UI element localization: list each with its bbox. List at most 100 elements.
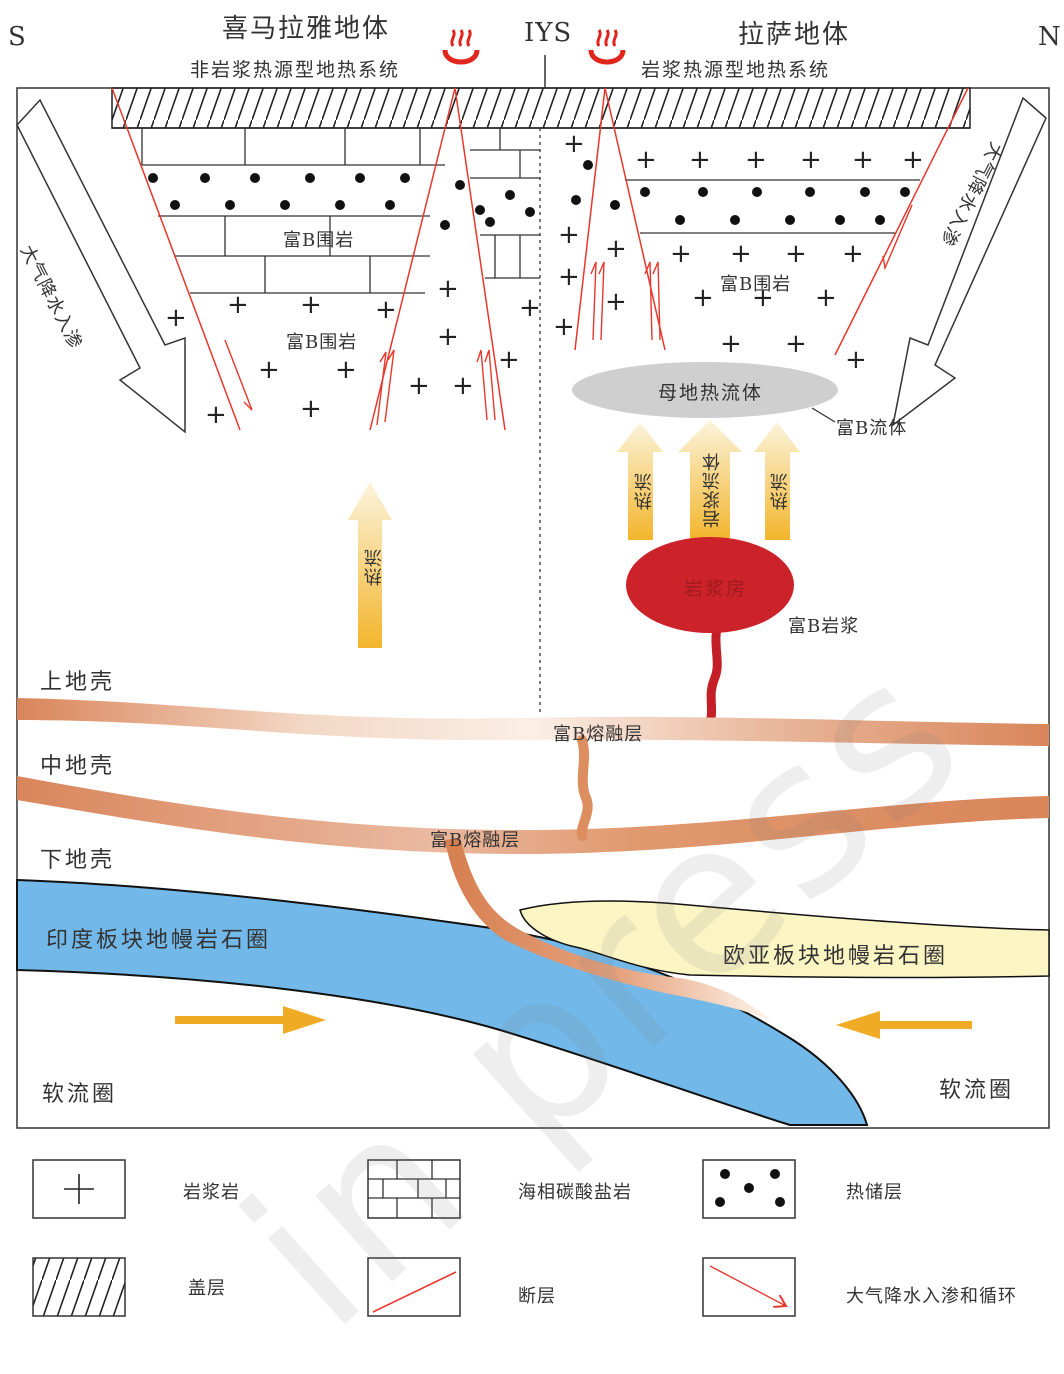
fault-lines (111, 87, 969, 431)
cap-layer (111, 87, 971, 129)
magmatic-system-title: 岩浆热源型地热系统 (641, 59, 831, 81)
heat-arrow-right-1 (617, 422, 663, 540)
rich-b-magma-label: 富B岩浆 (788, 616, 860, 637)
lower-crust-label: 下地壳 (40, 848, 116, 873)
svg-text:+: + (335, 355, 357, 385)
geothermal-model-diagram: ++++ ++++ ++++ ++ +++++++ +++++ ++++ +++… (16, 29, 1050, 1317)
svg-text:+: + (452, 371, 474, 401)
middle-crust-label: 中地壳 (40, 754, 116, 779)
svg-text:+: + (437, 274, 459, 304)
hot-spring-icon-right (588, 29, 626, 65)
melt-layer-label-lower: 富B熔融层 (430, 830, 521, 851)
svg-text:+: + (519, 293, 541, 323)
svg-text:+: + (437, 322, 459, 352)
svg-text:+: + (375, 295, 397, 325)
svg-text:+: + (605, 234, 627, 264)
svg-text:+: + (258, 355, 280, 385)
svg-text:+: + (902, 145, 924, 175)
fluid-leader-line (811, 407, 836, 423)
heat-flow-label-left: 热流 (364, 548, 385, 586)
lhasa-terrane-title: 拉萨地体 (738, 20, 851, 50)
lower-melt-band (17, 776, 1049, 854)
melt-connector (576, 735, 593, 841)
svg-text:+: + (558, 262, 580, 292)
svg-text:+: + (670, 239, 692, 269)
magma-fluid-label: 岩浆流体 (702, 452, 723, 528)
magma-chamber (626, 537, 794, 633)
legend-label-igneous: 岩浆岩 (183, 1182, 240, 1203)
svg-text:+: + (845, 345, 867, 375)
suture-label: IYS (524, 18, 573, 48)
upper-melt-band (17, 698, 1049, 746)
svg-text:+: + (689, 145, 711, 175)
magma-dike (703, 615, 723, 733)
svg-text:+: + (165, 303, 187, 333)
indian-plate-lithosphere (16, 878, 869, 1126)
legend-label-caprock: 盖层 (188, 1278, 226, 1299)
svg-text:+: + (605, 287, 627, 317)
hatch-pattern-icon (32, 1257, 126, 1317)
left-carbonate-layers (141, 127, 540, 294)
asthenosphere-arrow-right (836, 1011, 972, 1039)
heat-arrow-right-3 (754, 422, 800, 540)
meteoric-arrow-right (891, 96, 1047, 427)
hot-spring-icon-left (442, 29, 480, 65)
svg-text:+: + (300, 290, 322, 320)
fault-slip-arrows (224, 204, 913, 426)
himalaya-terrane-title: 喜马拉雅地体 (222, 14, 391, 44)
svg-text:+: + (852, 145, 874, 175)
svg-text:+: + (553, 312, 575, 342)
heat-flow-label-right-1: 热流 (634, 472, 655, 510)
eurasian-plate-lithosphere (519, 900, 1050, 979)
svg-text:+: + (720, 329, 742, 359)
svg-text:+: + (635, 145, 657, 175)
asthenosphere-label-left: 软流圈 (42, 1082, 118, 1107)
upper-crust-label: 上地壳 (40, 670, 116, 695)
meteoric-arrow-left (16, 98, 186, 434)
legend-label-carbonate: 海相碳酸盐岩 (518, 1182, 632, 1203)
rich-b-wallrock-label-upper: 富B围岩 (283, 230, 355, 251)
legend-label-fault: 断层 (518, 1286, 556, 1307)
legend-label-reservoir: 热储层 (846, 1182, 903, 1203)
svg-text:+: + (730, 239, 752, 269)
right-reservoir-layers (625, 179, 920, 234)
rich-b-wallrock-label-lower: 富B围岩 (286, 332, 358, 353)
svg-text:+: + (785, 329, 807, 359)
svg-text:+: + (227, 290, 249, 320)
eurasian-plate-label: 欧亚板块地幔岩石圈 (723, 944, 949, 969)
rich-b-wallrock-label-right: 富B围岩 (720, 274, 792, 295)
legend-label-meteoric: 大气降水入渗和循环 (846, 1286, 1017, 1307)
svg-text:+: + (498, 345, 520, 375)
heat-arrow-left (348, 482, 392, 648)
asthenosphere-arrow-left (175, 1006, 326, 1034)
melt-tongue (445, 838, 770, 1020)
heat-arrow-right-2 (678, 420, 742, 540)
left-reservoir-dots (148, 173, 535, 230)
svg-text:+: + (752, 283, 774, 313)
rich-b-fluid-label: 富B流体 (836, 418, 908, 439)
svg-text:+: + (745, 145, 767, 175)
svg-text:+: + (205, 400, 227, 430)
melt-layer-label-upper: 富B熔融层 (553, 724, 644, 745)
magma-chamber-label: 岩浆房 (684, 578, 748, 600)
svg-text:+: + (563, 129, 585, 159)
svg-text:+: + (815, 283, 837, 313)
heat-flow-label-right-2: 热流 (770, 472, 791, 510)
parent-fluid-label: 母地热流体 (658, 382, 764, 404)
right-reservoir-dots (571, 160, 910, 225)
svg-text:+: + (842, 239, 864, 269)
indian-plate-label: 印度板块地幔岩石圈 (46, 928, 272, 953)
legend-icon-details (64, 1160, 786, 1313)
svg-text:+: + (300, 394, 322, 424)
left-igneous-plus: ++++ ++++ ++++ ++ (165, 274, 541, 430)
svg-text:+: + (408, 371, 430, 401)
svg-text:+: + (558, 220, 580, 250)
parent-fluid-body (572, 362, 838, 418)
right-igneous-plus: +++++++ +++++ ++++ +++ +++ (553, 129, 924, 375)
asthenosphere-label-right: 软流圈 (939, 1078, 1015, 1103)
north-label: N (1038, 22, 1063, 52)
non-magmatic-system-title: 非岩浆热源型地热系统 (190, 59, 401, 81)
south-label: S (8, 22, 28, 52)
svg-text:+: + (800, 145, 822, 175)
svg-text:+: + (785, 239, 807, 269)
